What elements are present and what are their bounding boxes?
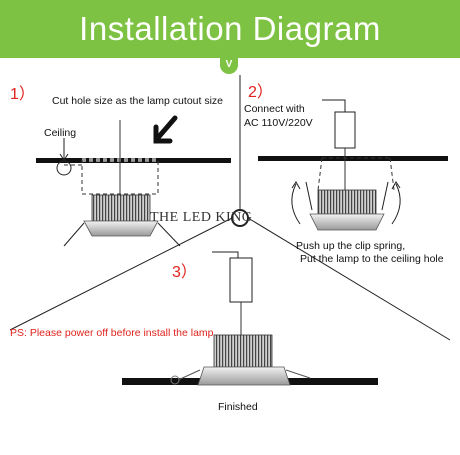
- warning-text: PS: Please power off before install the …: [10, 327, 214, 339]
- ceiling-label: Ceiling: [44, 127, 77, 139]
- step1-illustration: [36, 115, 231, 247]
- page-title: Installation Diagram: [79, 10, 381, 47]
- watermark-text: THE LED KING: [150, 210, 253, 225]
- step-1-caption: Cut hole size as the lamp cutout size: [52, 95, 224, 107]
- step-3-caption: Finished: [218, 401, 258, 413]
- step-2-caption-line1: Connect with: [244, 103, 305, 115]
- title-banner: Installation Diagram: [0, 0, 460, 58]
- panel-dividers: [9, 75, 451, 341]
- step-2-note-line1: Push up the clip spring,: [296, 240, 406, 252]
- step-1-number: 1）: [10, 86, 35, 103]
- center-marker: [231, 209, 249, 227]
- step-2-number: 2）: [248, 84, 273, 101]
- step-3-number: 3）: [172, 264, 197, 281]
- step2-illustration: [258, 99, 448, 231]
- step3-illustration: [122, 251, 378, 386]
- step-2-note-line2: Put the lamp to the ceiling hole: [300, 253, 444, 265]
- step-2-caption-line2: AC 110V/220V: [244, 117, 313, 129]
- down-badge: V: [220, 58, 238, 74]
